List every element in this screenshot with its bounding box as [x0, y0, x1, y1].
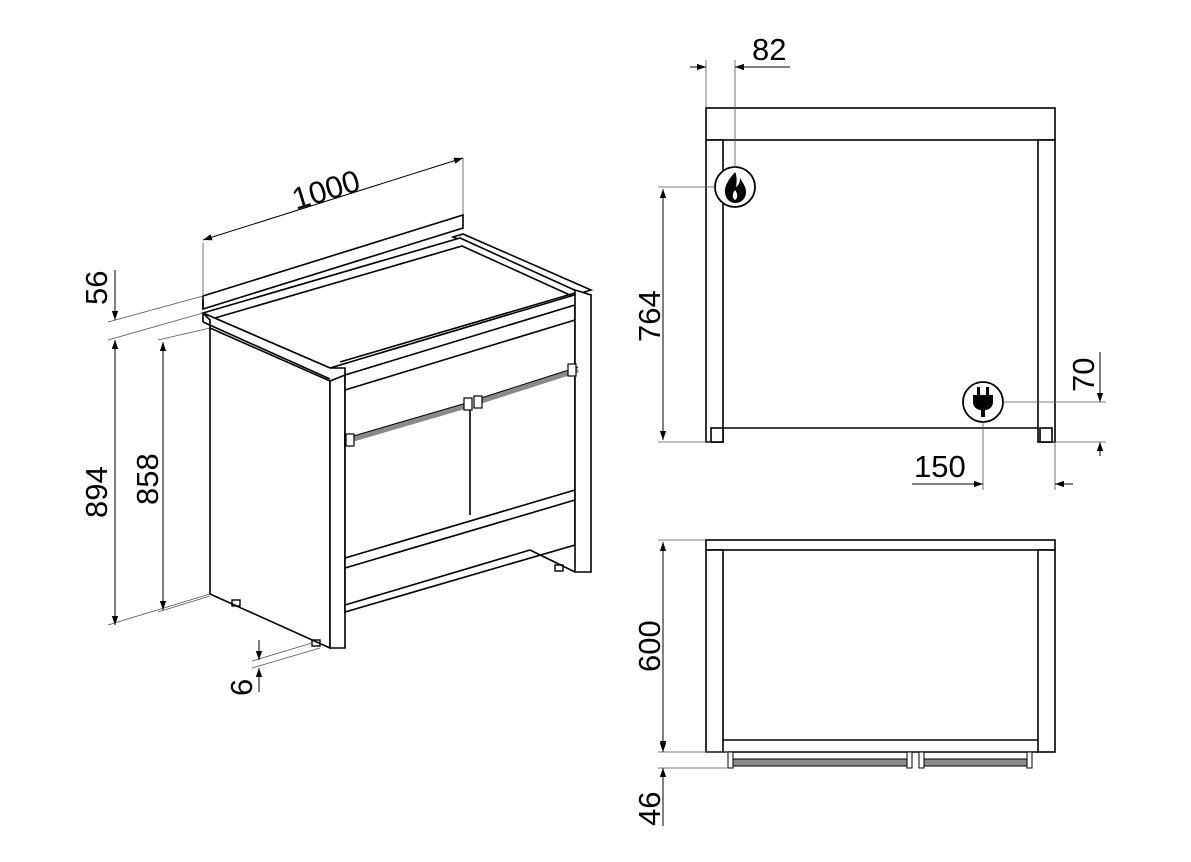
dim-depth: 600: [632, 539, 728, 753]
top-view-body: [705, 539, 1056, 753]
dim-gas-offset-label: 82: [752, 32, 786, 67]
oven-handle-left: [345, 397, 473, 447]
dim-foot: 6: [224, 640, 321, 696]
side-view: 82 764 70 150: [632, 32, 1106, 490]
dim-socket-offset: 150: [912, 422, 1073, 490]
dim-hob-height: 858: [130, 327, 211, 613]
dim-gas-height: 764: [632, 186, 715, 443]
dim-handle-depth-label: 46: [632, 792, 667, 826]
dim-socket-height: 70: [1003, 352, 1106, 456]
dim-foot-label: 6: [224, 679, 259, 696]
flame-icon: [714, 166, 756, 208]
isometric-view: 1000 56 894 858 6: [79, 157, 594, 696]
side-view-body: [705, 107, 1056, 443]
dim-backguard: 56: [79, 270, 204, 358]
left-trim: [202, 312, 346, 384]
top-view: 600 46: [632, 539, 1056, 826]
top-view-handle-right: [918, 751, 1033, 769]
dim-width-label: 1000: [288, 163, 364, 217]
dim-depth-label: 600: [632, 620, 667, 672]
top-view-handle-left: [727, 751, 913, 769]
dim-overall-height-label: 894: [79, 466, 114, 518]
dim-handle-depth: 46: [632, 735, 728, 826]
dim-overall-height: 894: [79, 340, 211, 626]
dim-backguard-label: 56: [79, 271, 114, 305]
dim-hob-height-label: 858: [130, 453, 165, 505]
dim-socket-offset-label: 150: [914, 449, 966, 484]
oven-handle-right: [473, 363, 579, 409]
dim-gas-offset: 82: [690, 32, 790, 168]
left-side-panel: [209, 326, 346, 650]
dim-gas-height-label: 764: [632, 290, 667, 342]
dim-socket-height-label: 70: [1066, 358, 1101, 392]
plug-icon: [962, 381, 1004, 423]
front-panel: [344, 288, 592, 614]
